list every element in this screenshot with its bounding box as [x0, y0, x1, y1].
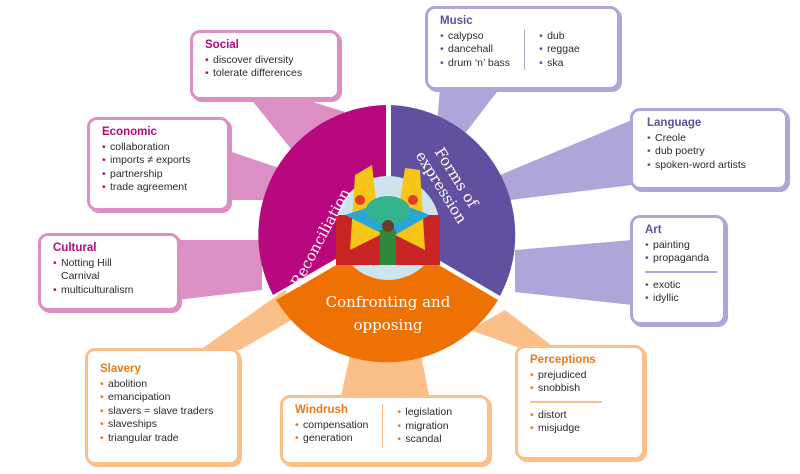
connector-windrush — [340, 350, 430, 400]
list-item: scandal — [397, 433, 452, 447]
box-music: Music calypso dancehall drum ‘n’ bass du… — [425, 6, 620, 90]
list-item: calypso — [440, 30, 510, 44]
list-item: drum ‘n’ bass — [440, 57, 510, 71]
box-economic: Economic collaboration imports ≠ exports… — [87, 117, 230, 211]
list-item: Notting Hill — [53, 257, 167, 271]
box-perceptions: Perceptions prejudiced snobbish distort … — [515, 345, 645, 460]
list-item: compensation — [295, 419, 368, 433]
list-item: trade agreement — [102, 181, 217, 195]
list-item: multiculturalism — [53, 284, 167, 298]
box-windrush: Windrush compensation generation legisla… — [280, 395, 490, 465]
box-title-perceptions: Perceptions — [530, 354, 596, 366]
box-art: Art painting propaganda exotic idyllic — [630, 215, 726, 325]
column-divider — [524, 29, 526, 70]
connector-slavery — [200, 290, 300, 350]
list-item: snobbish — [530, 382, 632, 396]
connector-cultural — [176, 240, 262, 300]
list-item: prejudiced — [530, 369, 632, 383]
connector-language — [500, 120, 632, 200]
group-divider — [530, 400, 602, 403]
box-social: Social discover diversity tolerate diffe… — [190, 30, 340, 100]
box-title-windrush: Windrush — [295, 404, 348, 416]
connector-art — [515, 240, 632, 305]
connector-social — [250, 98, 345, 160]
list-item-continuation: Carnival — [61, 270, 100, 282]
list-item: abolition — [100, 378, 227, 392]
box-title-cultural: Cultural — [53, 242, 97, 254]
box-slavery: Slavery abolition emancipation slavers =… — [85, 348, 240, 465]
box-title-language: Language — [647, 117, 702, 129]
list-item: migration — [397, 420, 452, 434]
segment-label-confronting-2: opposing — [353, 316, 422, 334]
box-language: Language Creole dub poetry spoken-word a… — [630, 108, 788, 190]
group-divider — [645, 270, 717, 273]
list-item: ska — [539, 57, 580, 71]
list-item: distort — [530, 409, 632, 423]
list-item: imports ≠ exports — [102, 154, 217, 168]
list-item: reggae — [539, 43, 580, 57]
box-title-slavery: Slavery — [100, 363, 141, 375]
box-cultural: Cultural Notting Hill Carnival multicult… — [38, 233, 180, 311]
list-item: slaveships — [100, 418, 227, 432]
list-item: painting — [645, 239, 713, 253]
list-item: legislation — [397, 406, 452, 420]
list-item: partnership — [102, 168, 217, 182]
list-item: discover diversity — [205, 54, 327, 68]
segment-confronting-and-opposing[interactable] — [276, 235, 498, 363]
list-item: slavers = slave traders — [100, 405, 227, 419]
list-item: collaboration — [102, 141, 217, 155]
list-item: tolerate differences — [205, 67, 327, 81]
list-item: idyllic — [645, 292, 713, 306]
segment-label-confronting-1: Confronting and — [326, 293, 451, 311]
list-item: dancehall — [440, 43, 510, 57]
carnival-photo — [336, 165, 440, 280]
list-item: generation — [295, 432, 368, 446]
list-item: misjudge — [530, 422, 632, 436]
center-wheel: Reconciliation Forms of expression Confr… — [258, 105, 516, 363]
list-item: exotic — [645, 279, 713, 293]
list-item: dub poetry — [647, 145, 775, 159]
list-item: emancipation — [100, 391, 227, 405]
connector-perceptions — [470, 310, 555, 348]
box-title-social: Social — [205, 39, 239, 51]
box-title-music: Music — [440, 15, 473, 27]
list-item: dub — [539, 30, 580, 44]
box-title-art: Art — [645, 224, 662, 236]
list-item: Creole — [647, 132, 775, 146]
list-item: propaganda — [645, 252, 713, 266]
box-title-economic: Economic — [102, 126, 157, 138]
column-divider — [382, 404, 384, 447]
list-item: triangular trade — [100, 432, 227, 446]
list-item: spoken-word artists — [647, 159, 775, 173]
